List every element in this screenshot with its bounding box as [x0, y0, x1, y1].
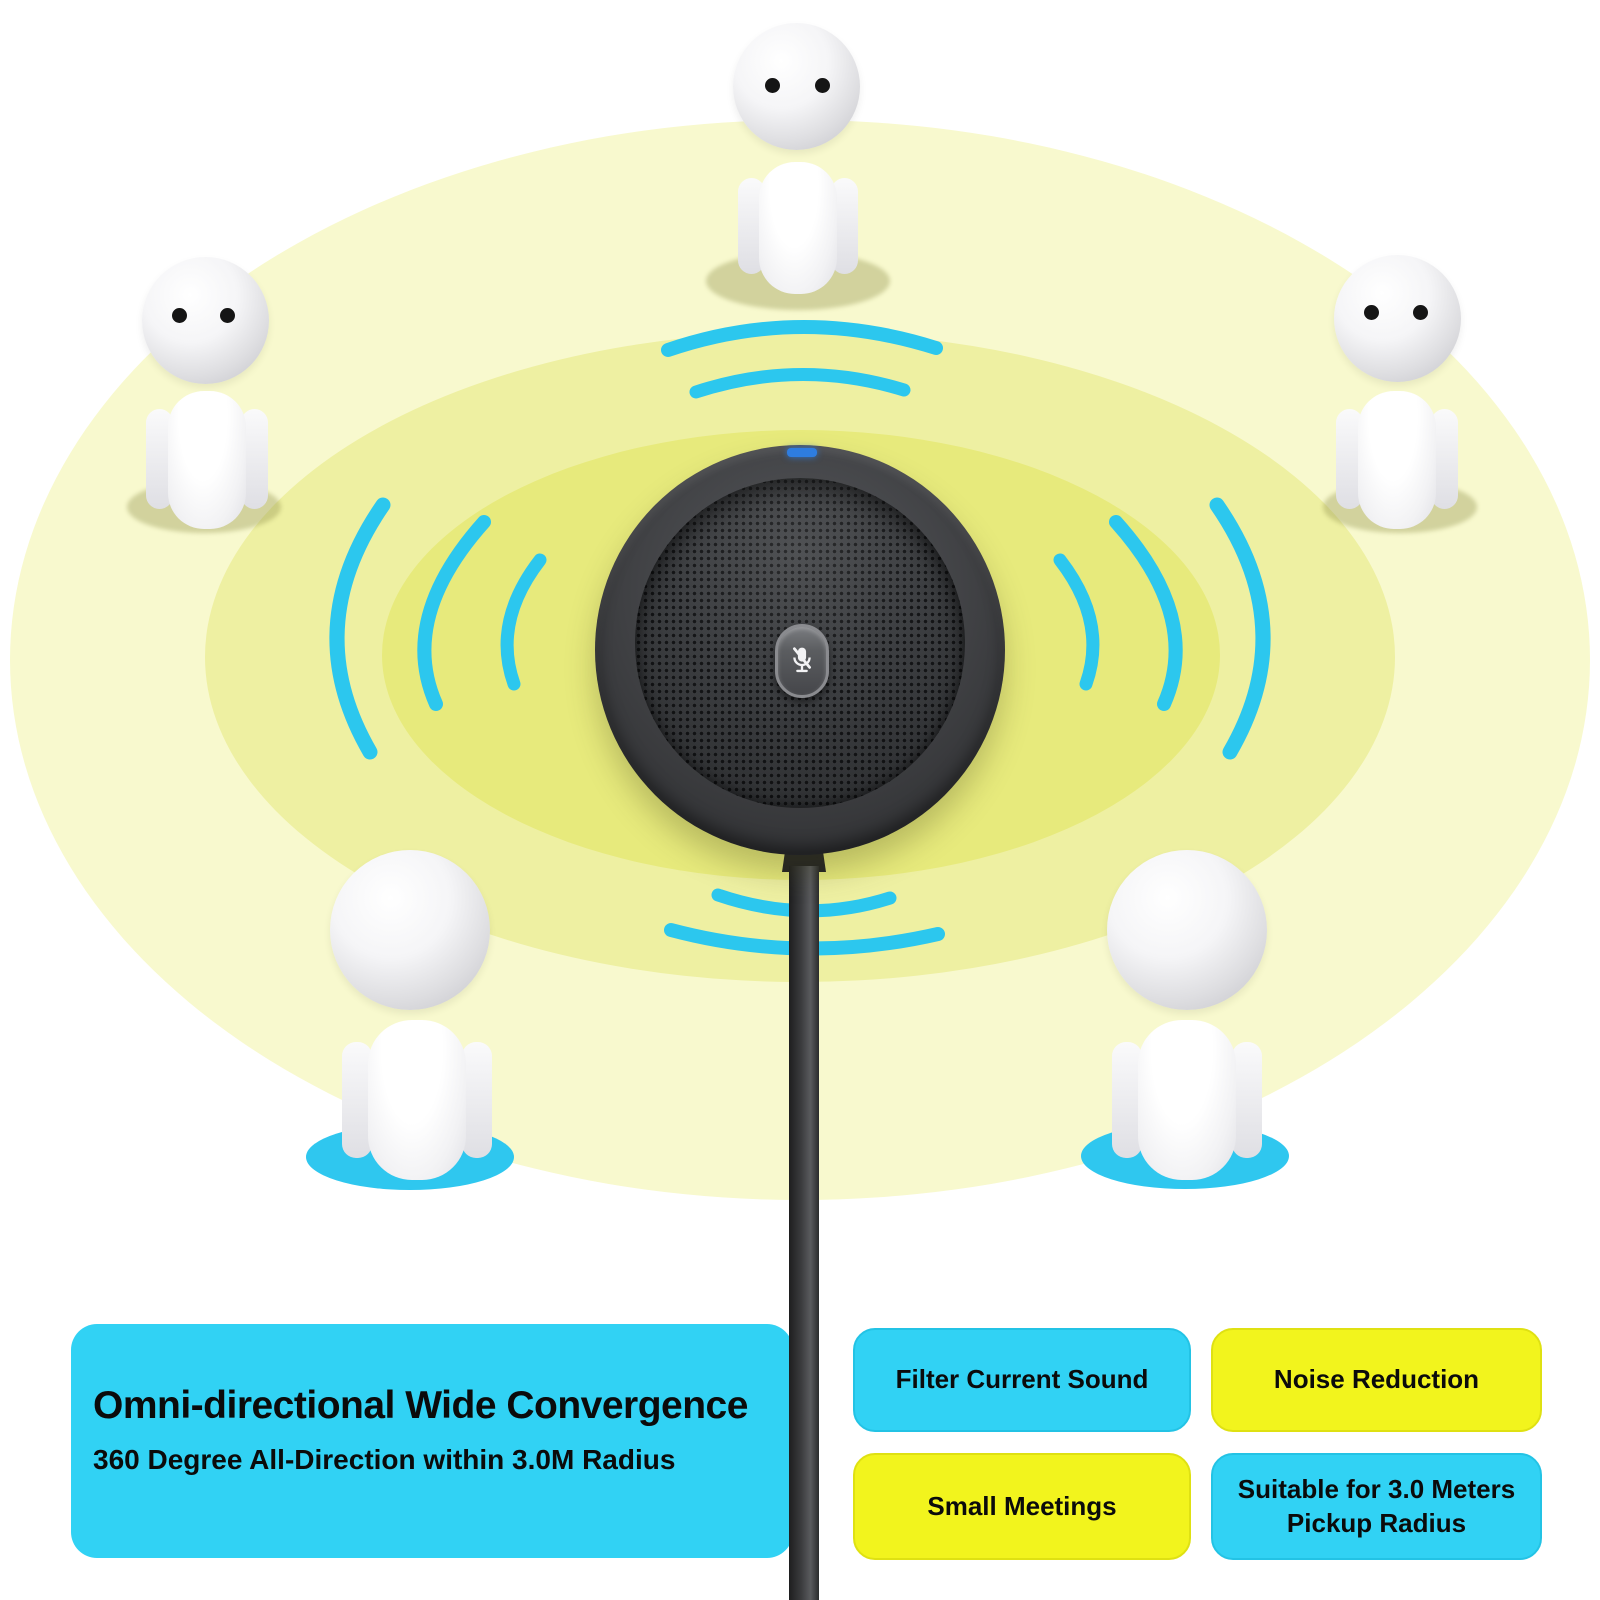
sound-wave-arc: [329, 497, 391, 760]
sound-wave-arc: [1109, 515, 1183, 711]
person-eye: [815, 78, 830, 93]
sound-wave-arc: [1209, 497, 1271, 760]
feature-box-filter-current-sound: Filter Current Sound: [853, 1328, 1191, 1432]
feature-box-pickup-radius: Suitable for 3.0 Meters Pickup Radius: [1211, 1453, 1542, 1560]
person-arm: [462, 1042, 492, 1158]
person-head: [1107, 850, 1267, 1010]
microphone-cable: [789, 866, 819, 1600]
person-body: [738, 162, 858, 294]
person-eye: [1413, 305, 1428, 320]
led-indicator-icon: [787, 448, 817, 457]
person-head: [142, 257, 269, 384]
mute-button: [775, 624, 829, 698]
info-panel-title: Omni-directional Wide Convergence: [93, 1384, 748, 1427]
person-torso: [759, 162, 837, 294]
feature-label: Small Meetings: [927, 1490, 1117, 1521]
feature-box-noise-reduction: Noise Reduction: [1211, 1328, 1542, 1432]
person-arm: [1112, 1042, 1142, 1158]
mic-mute-icon: [793, 647, 811, 673]
info-panel: Omni-directional Wide Convergence 360 De…: [71, 1324, 793, 1558]
sound-wave-arc: [661, 320, 943, 357]
feature-label: Filter Current Sound: [895, 1364, 1149, 1395]
person-torso: [1358, 391, 1436, 529]
person-body: [1112, 1020, 1262, 1180]
person-eye: [765, 78, 780, 93]
person-eye: [1364, 305, 1379, 320]
sound-wave-arc: [417, 515, 491, 711]
person-body: [146, 391, 268, 529]
person-torso: [1138, 1020, 1236, 1180]
sound-wave-arc: [689, 368, 911, 399]
person-torso: [368, 1020, 466, 1180]
sound-wave-arc: [500, 553, 547, 691]
person-arm: [1232, 1042, 1262, 1158]
feature-box-small-meetings: Small Meetings: [853, 1453, 1191, 1560]
person-eye: [172, 308, 187, 323]
feature-label: Suitable for 3.0 Meters Pickup Radius: [1237, 1473, 1516, 1538]
person-head: [1334, 255, 1461, 382]
info-panel-subtitle: 360 Degree All-Direction within 3.0M Rad…: [93, 1444, 676, 1475]
person-arm: [342, 1042, 372, 1158]
sound-wave-arc: [1053, 553, 1100, 691]
person-body: [1336, 391, 1458, 529]
person-eye: [220, 308, 235, 323]
person-torso: [168, 391, 246, 529]
person-body: [342, 1020, 492, 1180]
feature-label: Noise Reduction: [1273, 1364, 1480, 1395]
person-head: [733, 23, 860, 150]
conference-microphone: [595, 445, 1005, 855]
person-head: [330, 850, 490, 1010]
